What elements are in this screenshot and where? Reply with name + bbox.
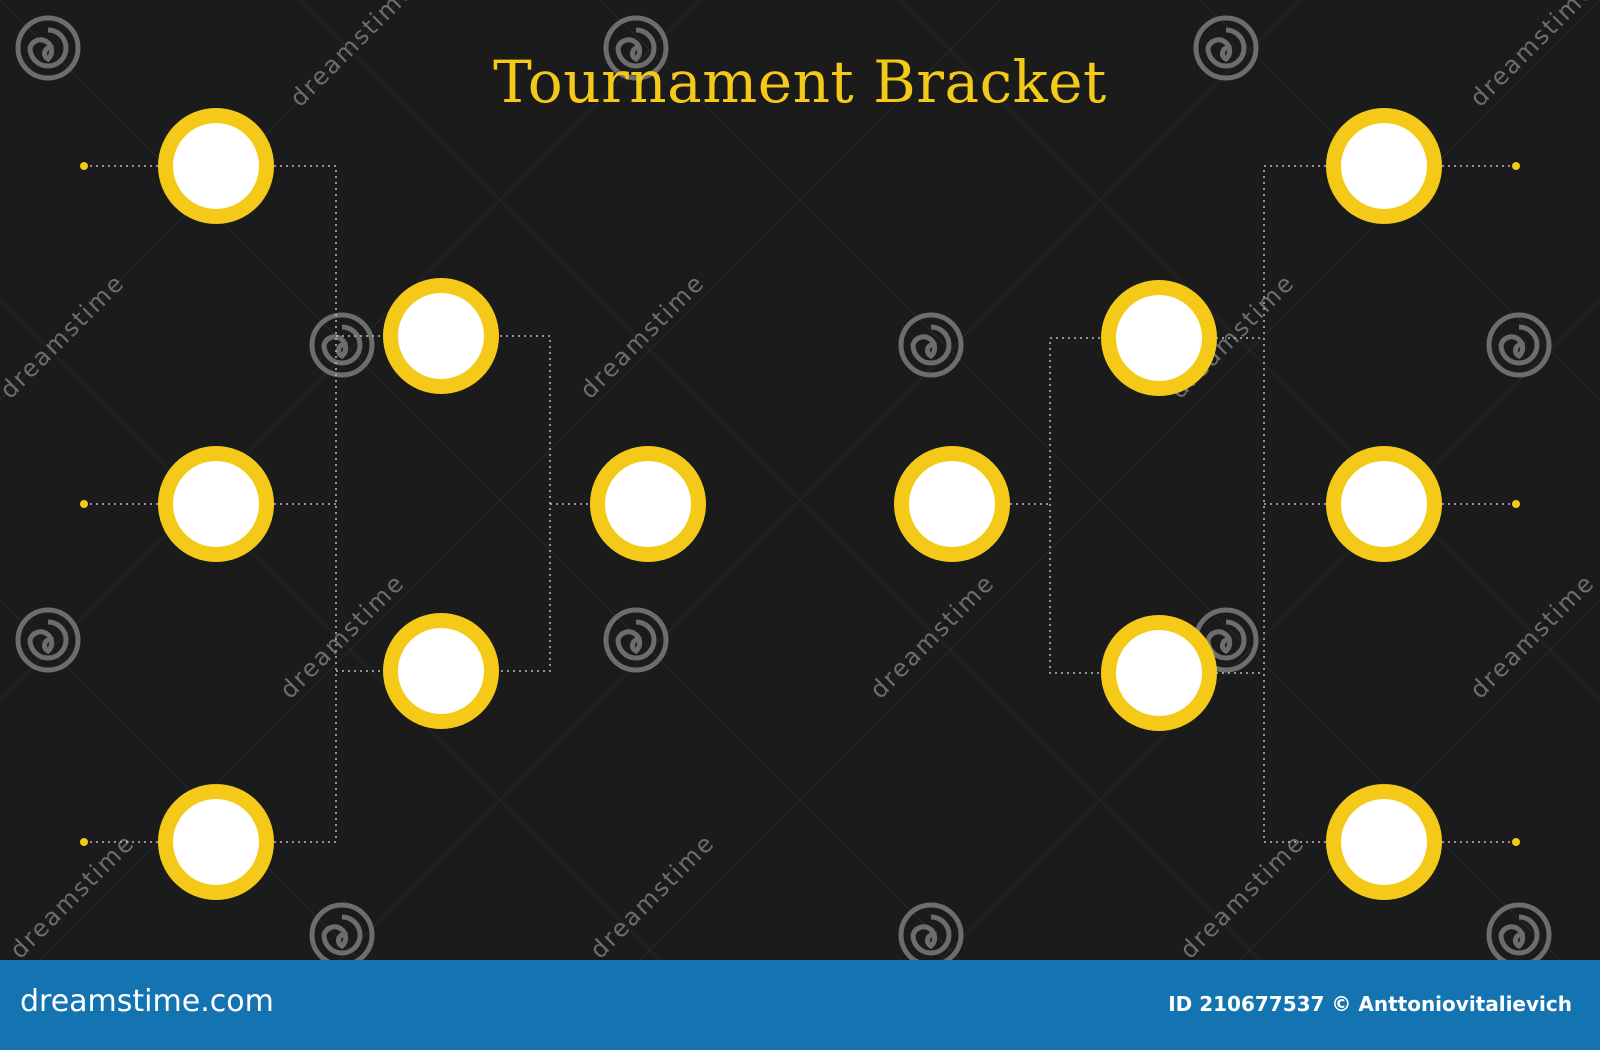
- watermark-text: dreamstime: [4, 828, 140, 960]
- entry-point-dot: [1510, 160, 1522, 172]
- watermark-text: dreamstime: [584, 828, 720, 960]
- swirl-icon: [1486, 312, 1552, 378]
- entry-point-dot: [1510, 498, 1522, 510]
- right-round-1-slot-1[interactable]: [1326, 108, 1442, 224]
- swirl-icon: [309, 902, 375, 960]
- swirl-icon: [603, 15, 669, 81]
- watermark-grid: [0, 0, 1600, 960]
- bracket-slots: [158, 108, 1442, 900]
- entry-point-dot: [78, 160, 90, 172]
- watermark-text: dreamstime: [1464, 568, 1600, 704]
- right-round-1-slot-2[interactable]: [1326, 446, 1442, 562]
- footer-bar: dreamstime.com ID 210677537 © Anttoniovi…: [0, 960, 1600, 1050]
- left-round-1-slot-1[interactable]: [158, 108, 274, 224]
- watermark-text: dreamstime: [574, 268, 710, 404]
- swirl-icon: [898, 312, 964, 378]
- entry-points: [78, 160, 1522, 848]
- left-round-1-slot-3[interactable]: [158, 784, 274, 900]
- right-bracket-lines: [1010, 165, 1516, 843]
- bracket-connectors: [84, 165, 1516, 843]
- swirl-icon: [309, 312, 375, 378]
- right-semifinal-slot[interactable]: [894, 446, 1010, 562]
- left-round-1-slot-2[interactable]: [158, 446, 274, 562]
- left-semifinal-slot[interactable]: [590, 446, 706, 562]
- left-round-2-slot-1[interactable]: [383, 278, 499, 394]
- footer-logo[interactable]: dreamstime.com: [20, 984, 274, 1019]
- swirl-icon: [15, 607, 81, 673]
- right-round-1-slot-3[interactable]: [1326, 784, 1442, 900]
- bracket-diagram: dreamstime dreamstime dreamstime dreamst…: [0, 0, 1600, 960]
- watermark-text: dreamstime: [0, 268, 130, 404]
- right-round-2-slot-1[interactable]: [1101, 280, 1217, 396]
- entry-point-dot: [78, 836, 90, 848]
- watermark-swirl-icons: [15, 15, 1552, 960]
- footer-credit: ID 210677537 © Anttoniovitalievich: [1168, 992, 1572, 1016]
- swirl-icon: [15, 15, 81, 81]
- swirl-icon: [1486, 902, 1552, 960]
- entry-point-dot: [78, 498, 90, 510]
- left-bracket-lines: [84, 165, 590, 843]
- swirl-icon: [603, 607, 669, 673]
- entry-point-dot: [1510, 836, 1522, 848]
- swirl-icon: [1193, 15, 1259, 81]
- left-round-2-slot-2[interactable]: [383, 613, 499, 729]
- bracket-canvas: dreamstime dreamstime dreamstime dreamst…: [0, 0, 1600, 960]
- watermark-text: dreamstime: [864, 568, 1000, 704]
- page-title: Tournament Bracket: [493, 48, 1107, 116]
- swirl-icon: [898, 902, 964, 960]
- right-round-2-slot-2[interactable]: [1101, 615, 1217, 731]
